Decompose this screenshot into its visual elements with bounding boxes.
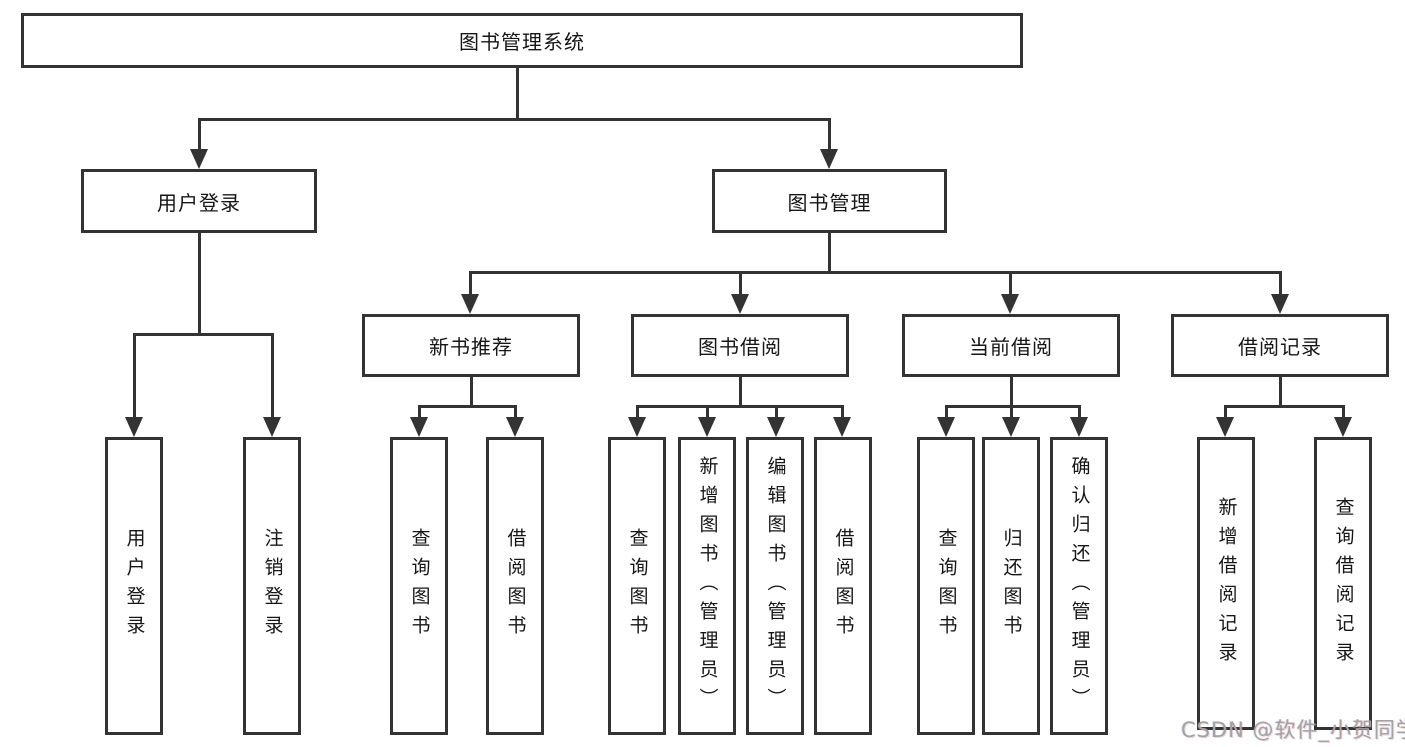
connector-line bbox=[1008, 274, 1012, 296]
connector-line bbox=[197, 121, 201, 151]
connector-line bbox=[705, 408, 709, 419]
leaf-query-borrow-record: 查询借阅记录 bbox=[1314, 437, 1372, 730]
leaf-query-books-recommend: 查询图书 bbox=[390, 437, 448, 735]
connector-line bbox=[468, 271, 1282, 274]
leaf-edit-book-admin: 编辑图书（管理员） bbox=[746, 437, 804, 735]
leaf-logout: 注销登录 bbox=[243, 437, 301, 735]
leaf-return-book: 归还图书 bbox=[982, 437, 1040, 735]
connector-line bbox=[1278, 377, 1282, 407]
node-book-borrow: 图书借阅 bbox=[631, 314, 849, 377]
arrowhead-down-icon bbox=[628, 417, 646, 437]
connector-line bbox=[1009, 377, 1013, 407]
connector-line bbox=[1077, 408, 1081, 419]
connector-line bbox=[197, 233, 201, 336]
connector-line bbox=[635, 405, 844, 408]
connector-line bbox=[1341, 408, 1345, 419]
node-root: 图书管理系统 bbox=[21, 13, 1023, 68]
node-book-management: 图书管理 bbox=[712, 169, 947, 233]
connector-line bbox=[944, 408, 948, 419]
node-current-borrow: 当前借阅 bbox=[902, 314, 1120, 377]
connector-line bbox=[132, 336, 136, 418]
node-user-login: 用户登录 bbox=[81, 169, 317, 233]
connector-line bbox=[515, 68, 519, 120]
arrowhead-down-icon bbox=[937, 417, 955, 437]
connector-line bbox=[840, 408, 844, 419]
arrowhead-down-icon bbox=[1271, 294, 1289, 314]
connector-line bbox=[417, 408, 421, 419]
node-borrow-records: 借阅记录 bbox=[1171, 314, 1389, 377]
connector-line bbox=[774, 408, 778, 419]
arrowhead-down-icon bbox=[263, 417, 281, 437]
arrowhead-down-icon bbox=[125, 417, 143, 437]
arrowhead-down-icon bbox=[1334, 417, 1352, 437]
leaf-confirm-return-admin: 确认归还（管理员） bbox=[1050, 437, 1108, 735]
connector-line bbox=[270, 336, 274, 418]
arrowhead-down-icon bbox=[698, 417, 716, 437]
connector-line bbox=[469, 377, 473, 407]
leaf-borrow-books: 借阅图书 bbox=[814, 437, 872, 735]
arrowhead-down-icon bbox=[1001, 294, 1019, 314]
connector-line bbox=[1223, 405, 1345, 408]
leaf-query-books-borrow: 查询图书 bbox=[608, 437, 666, 735]
arrowhead-down-icon bbox=[767, 417, 785, 437]
connector-line bbox=[1278, 274, 1282, 296]
connector-line bbox=[513, 408, 517, 419]
connector-line bbox=[1223, 408, 1227, 419]
arrowhead-down-icon bbox=[461, 294, 479, 314]
connector-line bbox=[944, 405, 1081, 408]
connector-line bbox=[197, 118, 831, 121]
leaf-borrow-books-recommend: 借阅图书 bbox=[486, 437, 544, 735]
arrowhead-down-icon bbox=[833, 417, 851, 437]
arrowhead-down-icon bbox=[1216, 417, 1234, 437]
arrowhead-down-icon bbox=[731, 294, 749, 314]
arrowhead-down-icon bbox=[1002, 417, 1020, 437]
leaf-add-borrow-record: 新增借阅记录 bbox=[1197, 437, 1255, 730]
connector-line bbox=[132, 333, 274, 336]
leaf-query-books-current: 查询图书 bbox=[917, 437, 975, 735]
connector-line bbox=[738, 377, 742, 407]
connector-line bbox=[738, 274, 742, 296]
connector-line bbox=[417, 405, 517, 408]
connector-line bbox=[827, 121, 831, 151]
csdn-watermark: CSDN @软件_小贺同学 bbox=[1181, 718, 1405, 742]
connector-line bbox=[468, 274, 472, 296]
arrowhead-down-icon bbox=[1070, 417, 1088, 437]
node-new-book-recommend: 新书推荐 bbox=[362, 314, 580, 377]
connector-line bbox=[827, 233, 831, 273]
connector-line bbox=[1009, 408, 1013, 419]
leaf-add-book-admin: 新增图书（管理员） bbox=[678, 437, 736, 735]
arrowhead-down-icon bbox=[820, 149, 838, 169]
arrowhead-down-icon bbox=[190, 149, 208, 169]
connector-line bbox=[635, 408, 639, 419]
arrowhead-down-icon bbox=[410, 417, 428, 437]
arrowhead-down-icon bbox=[506, 417, 524, 437]
leaf-user-login: 用户登录 bbox=[105, 437, 163, 735]
